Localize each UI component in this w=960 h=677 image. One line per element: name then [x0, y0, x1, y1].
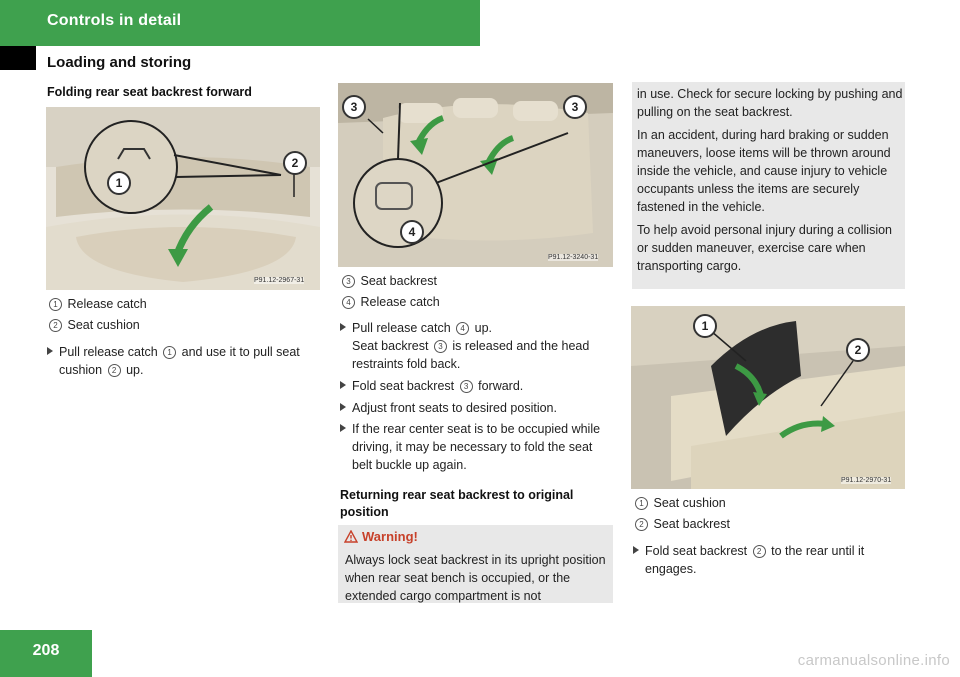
callout-3-left: 3 [342, 95, 366, 119]
legend-item-seat-backrest: 3 Seat backrest [340, 274, 437, 288]
section-title: Loading and storing [47, 54, 192, 71]
step-text: up. [126, 363, 144, 377]
ref-number: 2 [107, 364, 121, 377]
step-text: If the rear center seat is to be occupie… [352, 422, 601, 472]
callout-3-right: 3 [563, 95, 587, 119]
ref-number: 2 [752, 545, 766, 558]
ref-number: 4 [456, 322, 470, 335]
warning-triangle-icon [344, 530, 358, 543]
step-text: Seat backrest [352, 339, 429, 353]
step-arrow-icon [340, 381, 346, 389]
step-text: Pull release catch [59, 345, 158, 359]
legend-number: 1 [635, 497, 648, 510]
warning-title: Warning! [362, 529, 418, 544]
step-text: is released and the head restraints fold… [352, 339, 590, 371]
safety-info-box: in use. Check for secure locking by push… [632, 82, 905, 289]
legend-label: Release catch [360, 295, 440, 309]
box-paragraph: in use. Check for secure locking by push… [637, 87, 903, 119]
step-arrow-icon [633, 546, 639, 554]
step-text: to the rear until it engages. [645, 544, 865, 576]
page-number: 208 [32, 642, 60, 659]
col2-subhead: Returning rear seat backrest to original… [340, 488, 574, 519]
figure-code: P91.12-3240-31 [548, 254, 599, 261]
figure-code: P91.12-2967-31 [254, 277, 305, 284]
step-arrow-icon [340, 323, 346, 331]
legend-item-release-catch: 1 Release catch [47, 297, 147, 311]
step-text: Pull release catch [352, 321, 451, 335]
figure-code: P91.12-2970-31 [841, 477, 892, 484]
legend-number: 4 [342, 296, 355, 309]
instruction-step: Fold seat backrest 3 forward. [340, 377, 616, 395]
step-arrow-icon [340, 403, 346, 411]
section-tab-marker [0, 46, 36, 70]
instruction-step: Pull release catch 1 and use it to pull … [47, 343, 322, 379]
legend-item-seat-backrest: 2 Seat backrest [633, 517, 730, 531]
legend-label: Seat cushion [653, 496, 726, 510]
instruction-step: Adjust front seats to desired position. [340, 399, 616, 417]
legend-item-seat-cushion: 2 Seat cushion [47, 318, 140, 332]
callout-2: 2 [846, 338, 870, 362]
ref-number: 1 [163, 346, 177, 359]
step-text: Fold seat backrest [645, 544, 748, 558]
box-paragraph: To help avoid personal injury during a c… [637, 223, 893, 273]
legend-number: 1 [49, 298, 62, 311]
step-arrow-icon [47, 347, 53, 355]
step-arrow-icon [340, 424, 346, 432]
step-text: Adjust front seats to desired position. [352, 401, 557, 415]
figure-seat-cushion: 1 2 P91.12-2967-31 [46, 107, 320, 290]
step-text: up. [474, 321, 493, 335]
callout-1: 1 [693, 314, 717, 338]
legend-item-seat-cushion: 1 Seat cushion [633, 496, 726, 510]
step-text: Fold seat backrest [352, 379, 455, 393]
step-text: and use it to pull seat cushion [59, 345, 300, 377]
legend-label: Seat backrest [360, 274, 437, 288]
figure-cargo-backrest: 1 2 P91.12-2970-31 [631, 306, 905, 489]
legend-item-release-catch: 4 Release catch [340, 295, 440, 309]
chapter-header-bar: Controls in detail [0, 0, 480, 46]
page-number-box: 208 [0, 630, 92, 677]
chapter-title: Controls in detail [47, 12, 182, 29]
instruction-step: If the rear center seat is to be occupie… [340, 420, 616, 474]
box-paragraph: In an accident, during hard braking or s… [637, 128, 891, 214]
col1-subhead: Folding rear seat backrest forward [47, 85, 252, 99]
legend-number: 2 [49, 319, 62, 332]
instruction-step: Fold seat backrest 2 to the rear until i… [633, 542, 908, 578]
figure-seat-backrest: 3 3 4 P91.12-3240-31 [338, 83, 613, 267]
ref-number: 3 [459, 380, 473, 393]
callout-2: 2 [283, 151, 307, 175]
callout-1: 1 [107, 171, 131, 195]
watermark: carmanualsonline.info [797, 652, 950, 669]
legend-label: Seat cushion [67, 318, 140, 332]
ref-number: 3 [433, 340, 447, 353]
legend-label: Seat backrest [653, 517, 730, 531]
legend-label: Release catch [67, 297, 147, 311]
legend-number: 2 [635, 518, 648, 531]
instruction-step: Pull release catch 4 up. Seat backrest 3… [340, 319, 616, 373]
warning-text: Always lock seat backrest in its upright… [345, 553, 606, 603]
warning-box: Warning! Always lock seat backrest in it… [338, 525, 613, 603]
legend-number: 3 [342, 275, 355, 288]
callout-4: 4 [400, 220, 424, 244]
step-text: forward. [478, 379, 524, 393]
